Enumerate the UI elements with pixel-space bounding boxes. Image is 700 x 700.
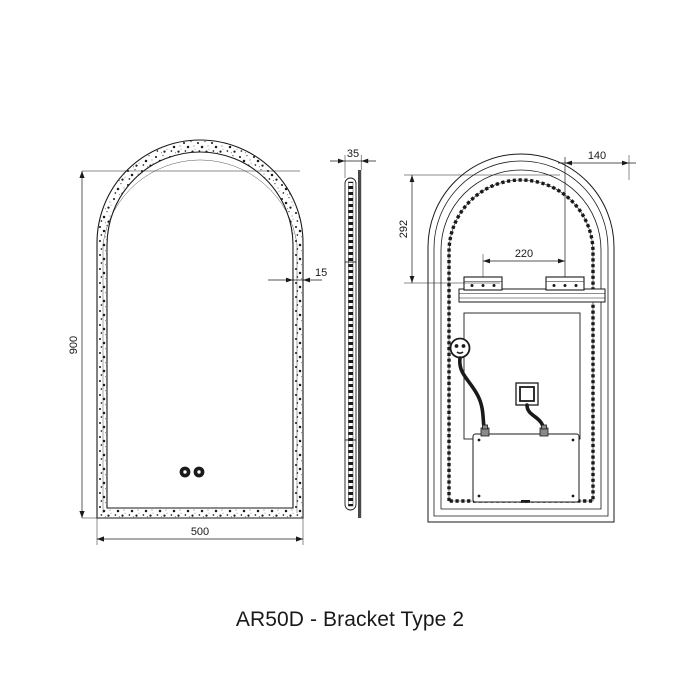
side-elevation-view: 35 [330,148,376,518]
dimension-height-label: 900 [68,336,80,354]
bracket-block-right[interactable] [545,276,585,291]
mounting-rail-assembly[interactable] [458,276,606,303]
dimension-width-500: 500 [96,518,304,545]
drawing-caption: AR50D - Bracket Type 2 [235,608,465,631]
side-led-core-outline [348,181,354,507]
dimension-bracket-top-292: 292 [398,174,560,284]
dimension-height-900: 900 [68,170,300,519]
dimension-bracket-span-label: 220 [515,248,533,260]
dimension-bracket-span-220: 220 [482,248,565,277]
mounting-rail[interactable] [458,288,606,303]
dimension-edge-label: 15 [315,267,327,279]
dimension-bracket-side-label: 140 [588,150,606,162]
front-elevation-view: 900 500 15 [68,139,327,545]
touch-sensor-left-dot [183,470,187,474]
touch-sensor-group[interactable] [179,466,205,478]
power-plug-icon [449,337,471,359]
cable-gland-right [539,424,549,437]
side-led-core [348,182,353,506]
touch-sensor-right-dot [197,470,201,474]
bracket-block-left[interactable] [463,276,503,291]
dimension-edge-15: 15 [268,266,327,294]
rear-led-strip-outline [448,179,594,502]
rear-backing-panel [463,312,581,440]
dimension-bracket-side-140: 140 [558,150,636,277]
dimension-bracket-top-label: 292 [398,220,410,238]
power-cable [458,356,487,434]
mirror-glass-outline [106,151,294,509]
driver-box-tab [521,500,530,503]
sensor-switch[interactable] [515,382,539,406]
dimension-depth-35: 35 [330,148,376,178]
dimension-depth-label: 35 [347,148,359,160]
side-glass-plate [358,170,362,518]
driver-box[interactable] [472,433,580,503]
dimension-width-label: 500 [191,526,209,538]
cable-gland-left [480,424,490,437]
rear-elevation-view: 292 140 220 [398,150,636,523]
